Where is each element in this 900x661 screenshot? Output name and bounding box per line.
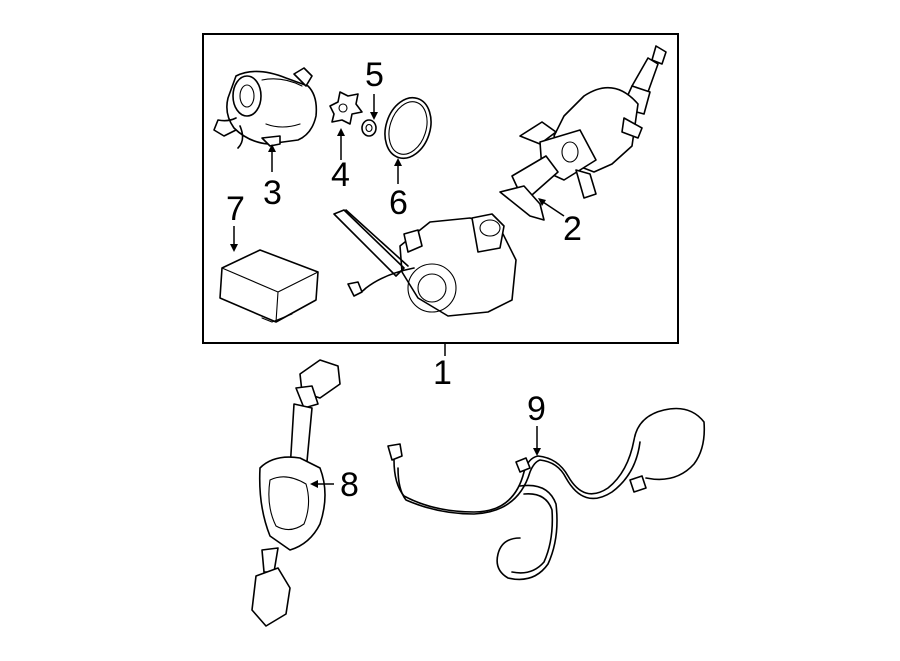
callout-6: 6 xyxy=(389,184,408,222)
callout-8: 8 xyxy=(340,466,359,504)
part-9-wire-harness xyxy=(387,407,706,581)
callout-1: 1 xyxy=(433,354,452,392)
callout-7: 7 xyxy=(226,190,245,228)
part-5-washer xyxy=(361,119,377,137)
part-6-o-ring xyxy=(384,96,432,160)
callout-5: 5 xyxy=(365,56,384,94)
assembly-frame xyxy=(202,33,679,344)
callout-3: 3 xyxy=(263,174,282,212)
part-3-motor xyxy=(213,67,318,149)
callout-9: 9 xyxy=(527,390,546,428)
callout-4: 4 xyxy=(331,156,350,194)
part-8-intermediate-shaft xyxy=(251,359,341,627)
callout-arrows xyxy=(230,94,565,488)
callout-2: 2 xyxy=(563,210,582,248)
part-7-control-module xyxy=(219,249,319,323)
part-4-coupler xyxy=(329,91,363,125)
part-1-column-assembly xyxy=(333,209,517,317)
part-2-steering-column xyxy=(499,45,667,221)
